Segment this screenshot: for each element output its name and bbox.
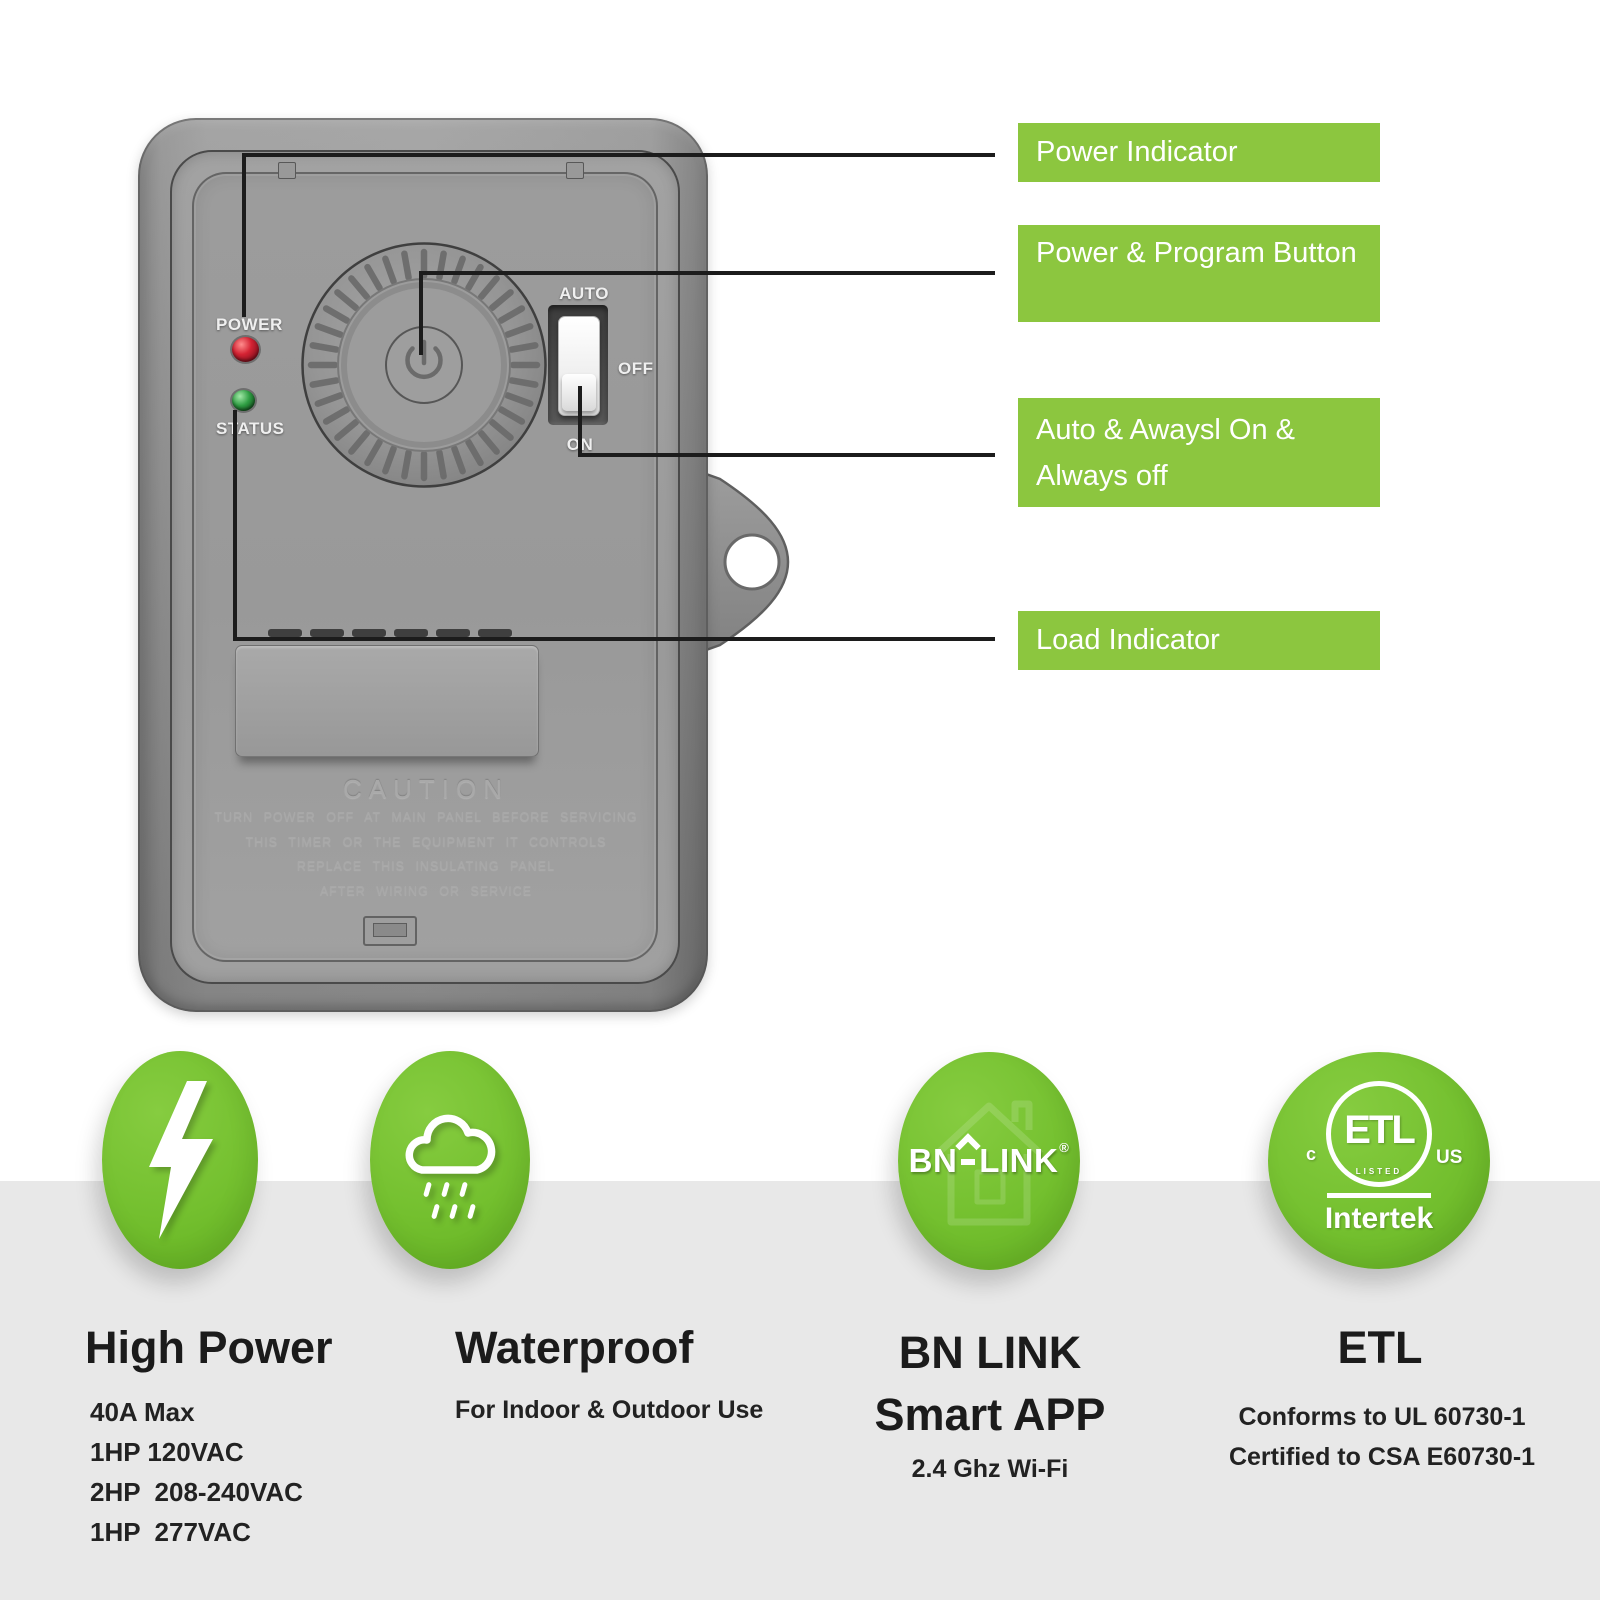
etl-title: ETL — [1337, 1322, 1423, 1373]
etl-intertek-logo: ETL LISTED c US Intertek — [1268, 1052, 1490, 1269]
etl-divider — [1327, 1193, 1431, 1198]
callout-load-indicator: Load Indicator — [1018, 611, 1380, 670]
timer-dial — [301, 242, 547, 488]
callout-line-power-indicator-v — [242, 153, 246, 317]
high-power-specs: 40A Max 1HP 120VAC 2HP 208-240VAC 1HP 27… — [90, 1397, 303, 1547]
top-clip-right — [566, 162, 584, 179]
bn-link-logo: BN LINK® — [908, 1132, 1070, 1180]
vent-slot — [394, 629, 428, 637]
callout-line-power-button — [419, 271, 995, 275]
vent-slot — [478, 629, 512, 637]
smart-app-title: BN LINK Smart APP — [874, 1327, 1106, 1440]
power-led — [230, 335, 261, 364]
top-clip-left — [278, 162, 296, 179]
callout-power-program-button: Power & Program Button — [1018, 225, 1380, 322]
terminal-cover — [235, 645, 539, 757]
callout-line-load-indicator-v — [233, 410, 237, 641]
vent-slot — [268, 629, 302, 637]
timer-device: POWER STATUS AUTO OFF ON — [138, 118, 790, 1012]
lightning-icon — [149, 1081, 213, 1239]
etl-certifications: Conforms to UL 60730-1 Certified to CSA … — [1228, 1403, 1536, 1471]
bn-link-badge: BN LINK® — [898, 1052, 1080, 1270]
status-label: STATUS — [216, 419, 285, 438]
power-icon — [405, 339, 443, 380]
caution-text: CAUTION TURN POWER OFF AT MAIN PANEL BEF… — [196, 774, 656, 903]
high-power-badge — [102, 1051, 258, 1269]
rain-cloud-icon — [405, 1114, 496, 1219]
waterproof-title: Waterproof — [455, 1322, 694, 1373]
callout-line-load-indicator — [233, 637, 995, 641]
intertek-label: Intertek — [1324, 1202, 1434, 1235]
bn-logo-roof-hyphen — [955, 1132, 982, 1178]
caution-title: CAUTION — [343, 774, 509, 804]
smart-app-subtitle: 2.4 Ghz Wi-Fi — [911, 1455, 1069, 1483]
callout-line-mode-switch — [578, 453, 995, 457]
mounting-hole — [723, 533, 781, 591]
callout-line-power-indicator — [242, 153, 995, 157]
bn-logo-part1: BN — [908, 1142, 958, 1179]
panel-clip — [363, 916, 417, 946]
power-label: POWER — [216, 315, 283, 334]
callout-line-power-button-v — [419, 271, 423, 355]
dial-notches — [307, 248, 541, 482]
house-icon — [934, 1100, 1044, 1226]
callout-line-mode-switch-v — [578, 386, 582, 457]
status-led — [230, 388, 257, 413]
etl-ring-icon: ETL LISTED — [1326, 1081, 1432, 1187]
auto-label: AUTO — [559, 284, 609, 303]
callout-auto-always: Auto & Awaysl On & Always off — [1018, 398, 1380, 507]
off-label: OFF — [618, 359, 654, 378]
vent-slot — [352, 629, 386, 637]
waterproof-badge — [370, 1051, 530, 1269]
waterproof-subtitle: For Indoor & Outdoor Use — [455, 1396, 764, 1424]
high-power-title: High Power — [85, 1322, 333, 1373]
registered-mark: ® — [1059, 1140, 1070, 1155]
bn-logo-part2: LINK — [979, 1142, 1059, 1179]
vent-slot — [310, 629, 344, 637]
vent-slots — [268, 629, 512, 637]
vent-slot — [436, 629, 470, 637]
callout-power-indicator: Power Indicator — [1018, 123, 1380, 182]
etl-badge: ETL LISTED c US Intertek — [1268, 1052, 1490, 1269]
